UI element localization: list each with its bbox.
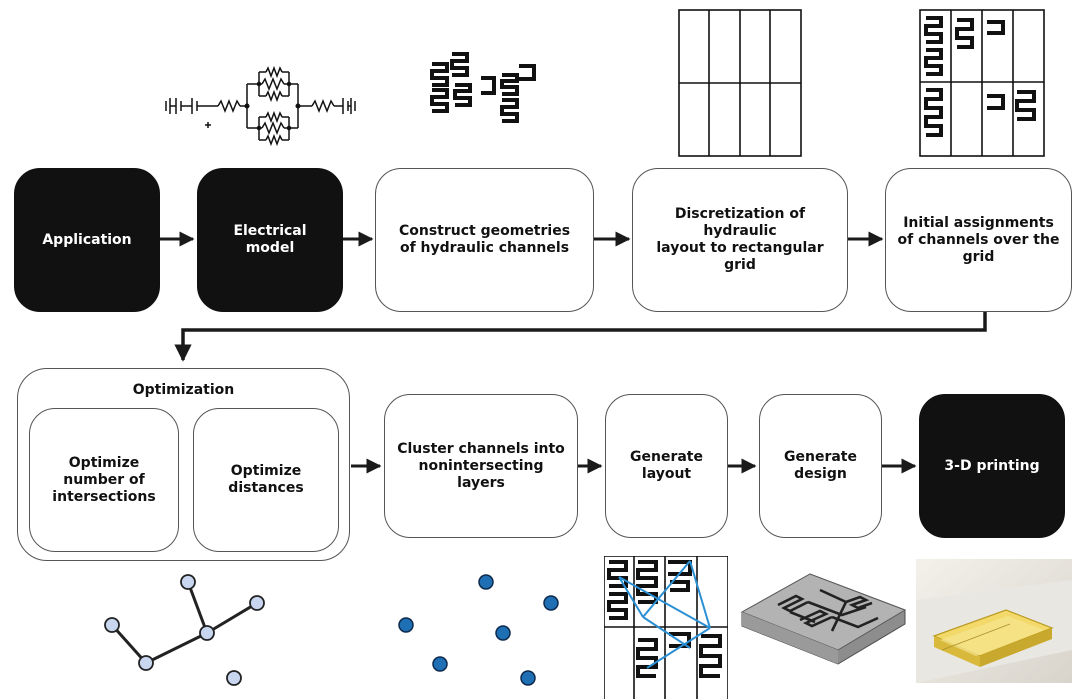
initial-assignments-label: Initial assignments of channels over the…	[897, 214, 1060, 265]
printed-chip-photo	[916, 559, 1072, 683]
generate-design-box[interactable]: Generate design	[759, 394, 882, 538]
generate-design-label: Generate design	[784, 449, 857, 482]
3d-printing-label: 3-D printing	[944, 457, 1040, 474]
application-label: Application	[42, 231, 132, 248]
construct-geometries-box[interactable]: Construct geometries of hydraulic channe…	[375, 168, 594, 312]
application-box[interactable]: Application	[14, 168, 160, 312]
3d-printing-box[interactable]: 3-D printing	[919, 394, 1065, 538]
optimize-intersections-box[interactable]: Optimize number of intersections	[29, 408, 179, 552]
circuit-schematic	[165, 65, 356, 147]
discretization-box[interactable]: Discretization of hydraulic layout to re…	[632, 168, 848, 312]
construct-geometries-label: Construct geometries of hydraulic channe…	[398, 223, 571, 256]
optimize-distances-box[interactable]: Optimize distances	[193, 408, 339, 552]
row-connector-arrow	[174, 312, 987, 362]
optimize-intersections-label: Optimize number of intersections	[52, 454, 156, 505]
generate-layout-box[interactable]: Generate layout	[605, 394, 728, 538]
graph-tree-icon	[104, 574, 265, 686]
electrical-model-box[interactable]: Electrical model	[197, 168, 343, 312]
electrical-model-label: Electrical model	[233, 223, 307, 256]
optimization-title: Optimization	[132, 382, 235, 398]
blue-points-icon	[398, 574, 559, 686]
optimize-distances-label: Optimize distances	[228, 463, 304, 496]
empty-grid-icon	[678, 9, 802, 157]
cluster-channels-box[interactable]: Cluster channels into nonintersecting la…	[384, 394, 578, 538]
discretization-label: Discretization of hydraulic layout to re…	[656, 206, 824, 273]
layout-grid-icon	[604, 556, 728, 699]
generate-layout-label: Generate layout	[630, 449, 703, 482]
assigned-grid-icon	[919, 9, 1045, 157]
cluster-channels-label: Cluster channels into nonintersecting la…	[397, 440, 565, 491]
3d-design-render	[740, 573, 907, 665]
initial-assignments-box[interactable]: Initial assignments of channels over the…	[885, 168, 1072, 312]
serpentine-channels-icon	[430, 52, 536, 123]
